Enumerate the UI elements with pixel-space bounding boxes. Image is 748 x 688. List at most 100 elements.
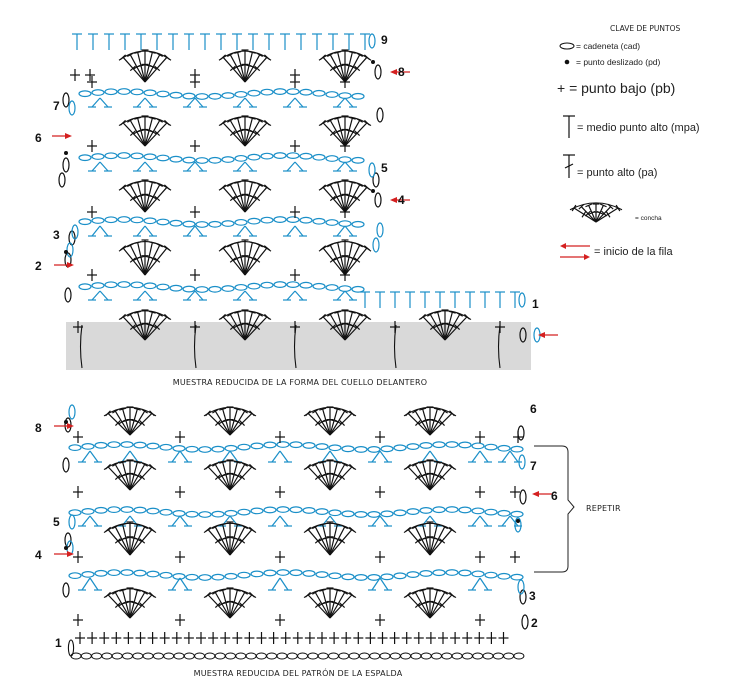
single-crochet <box>401 632 412 644</box>
chain <box>143 89 157 97</box>
turning-chain <box>514 517 522 533</box>
chain <box>328 444 342 452</box>
chain <box>221 92 235 99</box>
shell <box>403 521 457 556</box>
double-crochet <box>219 407 231 436</box>
blue-dc <box>294 97 304 108</box>
chain <box>299 152 313 160</box>
shell <box>118 179 172 213</box>
dc-post <box>322 590 331 619</box>
dc-post <box>144 118 153 147</box>
chain <box>143 282 157 290</box>
chain <box>117 216 131 223</box>
shell-arc <box>303 588 357 599</box>
double-crochet <box>144 52 164 83</box>
dc-bar <box>422 536 430 540</box>
double-crochet <box>344 52 364 83</box>
dc-bar <box>439 602 446 609</box>
dc-bar <box>154 257 161 263</box>
dc-bar <box>434 601 442 607</box>
blue-top-stitch <box>152 33 162 50</box>
dc-bar <box>414 538 421 544</box>
double-crochet <box>229 460 241 491</box>
blue-dc <box>371 577 381 591</box>
chain <box>247 282 261 290</box>
double-crochet <box>229 590 248 619</box>
blue-dc <box>244 97 254 108</box>
dc-bar <box>249 64 257 70</box>
shell <box>218 49 272 83</box>
dc-bar <box>337 194 345 198</box>
dc-bar <box>149 323 157 329</box>
foundation-chain <box>451 652 463 660</box>
double-crochet <box>112 462 131 491</box>
blue-dc <box>244 290 254 301</box>
single-crochet <box>232 632 243 644</box>
shell-arc <box>203 406 257 417</box>
single-crochet <box>87 140 97 152</box>
dc-bar <box>239 474 246 481</box>
chain <box>208 92 222 100</box>
dc-post <box>244 314 261 341</box>
shell-arc <box>103 588 157 599</box>
chain-row <box>78 152 365 164</box>
shell <box>403 459 457 491</box>
chain <box>117 281 131 288</box>
double-crochet <box>129 460 141 491</box>
blue-dc <box>244 161 254 172</box>
dc-post <box>229 466 253 491</box>
dc-post <box>144 182 153 213</box>
shell-arc <box>118 310 172 321</box>
chain <box>432 506 446 514</box>
chain <box>299 281 313 289</box>
dc-bar <box>237 194 245 198</box>
chain <box>432 569 446 577</box>
fdn-post <box>79 324 83 369</box>
dc-post <box>429 314 446 341</box>
single-crochet <box>73 614 83 626</box>
single-crochet <box>389 632 400 644</box>
dc-post <box>129 529 153 556</box>
dc-bar <box>134 601 142 607</box>
chain <box>81 442 95 450</box>
blue-dc <box>471 450 481 463</box>
chain <box>263 506 277 514</box>
blue-dc-pair <box>88 225 112 237</box>
dc-bar <box>439 538 446 544</box>
top-row-label-9: 9 <box>381 33 388 47</box>
chain <box>299 216 313 224</box>
dc-bar <box>234 537 242 542</box>
top-row-label-6: 6 <box>35 131 42 145</box>
top-row-label-7: 7 <box>53 99 60 113</box>
shell <box>203 406 257 436</box>
double-crochet <box>129 588 141 619</box>
dc-post <box>588 205 597 223</box>
dc-post <box>144 244 161 276</box>
chain <box>156 154 170 162</box>
dc-post <box>344 120 361 147</box>
fdn-post <box>393 324 397 369</box>
slip-stitch <box>64 546 68 550</box>
dc-post <box>229 592 246 619</box>
single-crochet <box>474 632 485 644</box>
dc-top <box>585 203 593 208</box>
turning-chain <box>64 287 72 303</box>
single-crochet <box>340 76 350 88</box>
blue-dc-pair <box>183 225 207 237</box>
turning-chain <box>62 157 70 173</box>
shell <box>303 521 357 556</box>
chain <box>510 445 524 453</box>
chain <box>380 573 394 581</box>
dc-post <box>429 529 453 556</box>
blue-dc <box>194 161 204 172</box>
blue-dc <box>501 450 511 463</box>
double-crochet <box>329 524 349 556</box>
single-crochet <box>111 632 122 644</box>
foundation-chain <box>410 652 422 660</box>
foundation-chain <box>91 652 103 660</box>
chain <box>273 216 287 223</box>
dc-bar <box>229 324 236 331</box>
shell-arc <box>403 460 457 471</box>
dc-bar <box>249 256 257 261</box>
dc-bar <box>429 324 436 331</box>
